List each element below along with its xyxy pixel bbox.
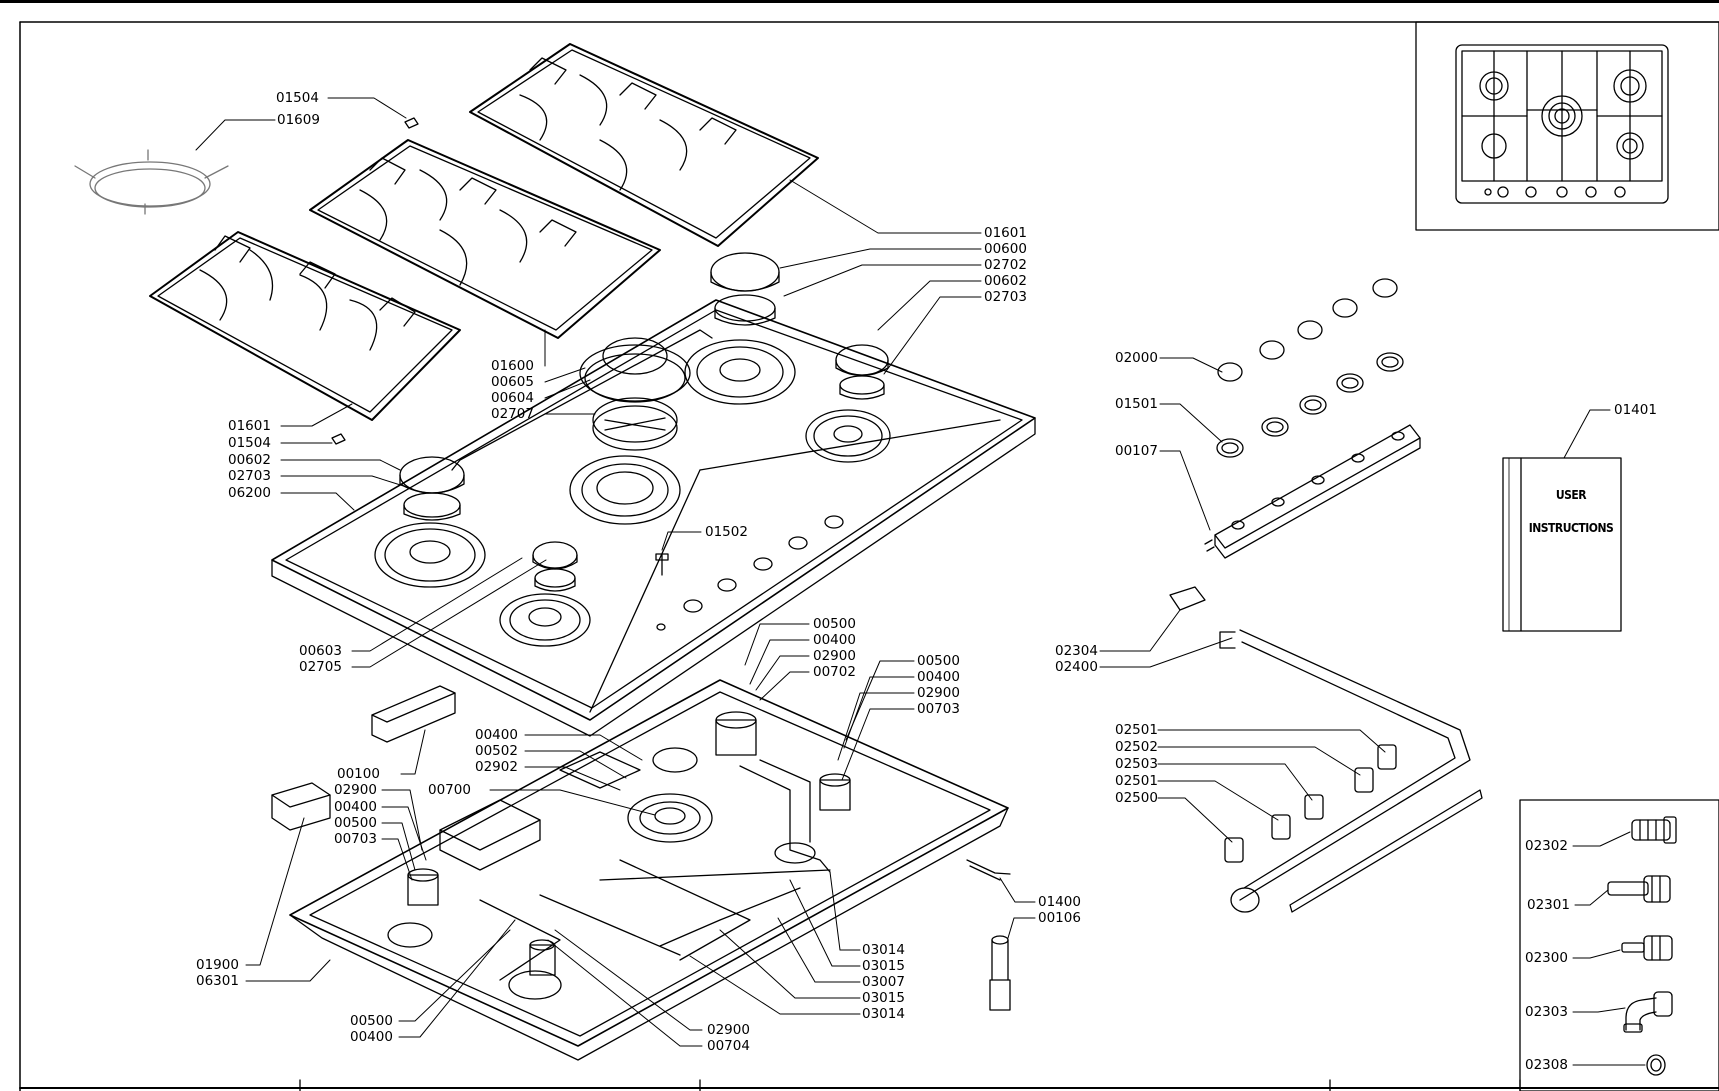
part-label: 02900 xyxy=(707,1022,750,1038)
bottom-tray xyxy=(289,679,1009,1061)
part-label: 01601 xyxy=(228,418,271,434)
part-label: 03007 xyxy=(862,974,905,990)
manual-title-line2: INSTRUCTIONS xyxy=(1528,521,1614,535)
part-label: 06200 xyxy=(228,485,271,501)
manual-title-line1: USER xyxy=(1555,488,1587,502)
part-label: 00704 xyxy=(707,1038,750,1054)
part-label: 00703 xyxy=(334,831,377,847)
ignition-switch-strip xyxy=(1204,424,1421,559)
part-label: 00605 xyxy=(491,374,534,390)
part-label: 01609 xyxy=(277,112,320,128)
part-label: 00500 xyxy=(917,653,960,669)
part-label: 02300 xyxy=(1525,950,1568,966)
part-label: 02705 xyxy=(299,659,342,675)
part-label: 02502 xyxy=(1115,739,1158,755)
pan-support-right xyxy=(469,43,819,247)
part-label: 06301 xyxy=(196,973,239,989)
hob-overview-thumbnail xyxy=(1415,21,1719,231)
part-label: 00400 xyxy=(334,799,377,815)
part-label: 00500 xyxy=(350,1013,393,1029)
part-label: 01401 xyxy=(1614,402,1657,418)
part-label: 02703 xyxy=(984,289,1027,305)
wok-ring-support xyxy=(74,149,229,215)
part-label: 02900 xyxy=(813,648,856,664)
ignition-units xyxy=(271,685,456,831)
part-label: 00400 xyxy=(350,1029,393,1045)
part-label: 02702 xyxy=(984,257,1027,273)
part-label: 00602 xyxy=(984,273,1027,289)
part-label: 02301 xyxy=(1527,897,1570,913)
part-label: 00600 xyxy=(984,241,1027,257)
pan-support-left xyxy=(149,231,461,421)
part-label: 02304 xyxy=(1055,643,1098,659)
part-label: 00106 xyxy=(1038,910,1081,926)
part-label: 01601 xyxy=(984,225,1027,241)
part-label: 03015 xyxy=(862,958,905,974)
gas-fittings-panel xyxy=(1519,799,1719,1091)
part-label: 02500 xyxy=(1115,790,1158,806)
part-label: 00604 xyxy=(491,390,534,406)
part-label: 02308 xyxy=(1525,1057,1568,1073)
part-label: 00400 xyxy=(917,669,960,685)
part-label: 01900 xyxy=(196,957,239,973)
part-label: 00500 xyxy=(813,616,856,632)
part-label: 02900 xyxy=(917,685,960,701)
part-label: 00703 xyxy=(917,701,960,717)
part-label: 01504 xyxy=(228,435,271,451)
part-label: 00702 xyxy=(813,664,856,680)
part-label: 00602 xyxy=(228,452,271,468)
part-label: 02707 xyxy=(491,406,534,422)
part-label: 02400 xyxy=(1055,659,1098,675)
part-label: 01501 xyxy=(1115,396,1158,412)
part-label: 00400 xyxy=(813,632,856,648)
clip-parts xyxy=(331,117,419,445)
flange-and-nozzle xyxy=(966,859,1011,1011)
part-label: 02000 xyxy=(1115,350,1158,366)
part-label: 02501 xyxy=(1115,722,1158,738)
part-label: 01600 xyxy=(491,358,534,374)
part-label: 01400 xyxy=(1038,894,1081,910)
part-label: 00603 xyxy=(299,643,342,659)
control-knobs xyxy=(1216,278,1404,458)
part-label: 00400 xyxy=(475,727,518,743)
part-label: 00700 xyxy=(428,782,471,798)
part-label: 02703 xyxy=(228,468,271,484)
hob-top-plate xyxy=(271,299,1036,737)
leader-lines xyxy=(195,97,1646,1066)
part-label: 00107 xyxy=(1115,443,1158,459)
part-label: 00100 xyxy=(337,766,380,782)
part-label: 00502 xyxy=(475,743,518,759)
part-label: 02902 xyxy=(475,759,518,775)
part-label: 02303 xyxy=(1525,1004,1568,1020)
user-instructions-booklet xyxy=(1502,457,1622,632)
part-label: 00500 xyxy=(334,815,377,831)
part-label: 02501 xyxy=(1115,773,1158,789)
part-label: 01504 xyxy=(276,90,319,106)
part-label: 03015 xyxy=(862,990,905,1006)
part-label: 03014 xyxy=(862,942,905,958)
gas-manifold-and-valves xyxy=(1169,586,1483,913)
part-label: 02302 xyxy=(1525,838,1568,854)
part-label: 02503 xyxy=(1115,756,1158,772)
part-label: 03014 xyxy=(862,1006,905,1022)
pan-support-middle xyxy=(309,139,661,339)
part-label: 01502 xyxy=(705,524,748,540)
burner-caps xyxy=(399,252,889,592)
part-label: 02900 xyxy=(334,782,377,798)
